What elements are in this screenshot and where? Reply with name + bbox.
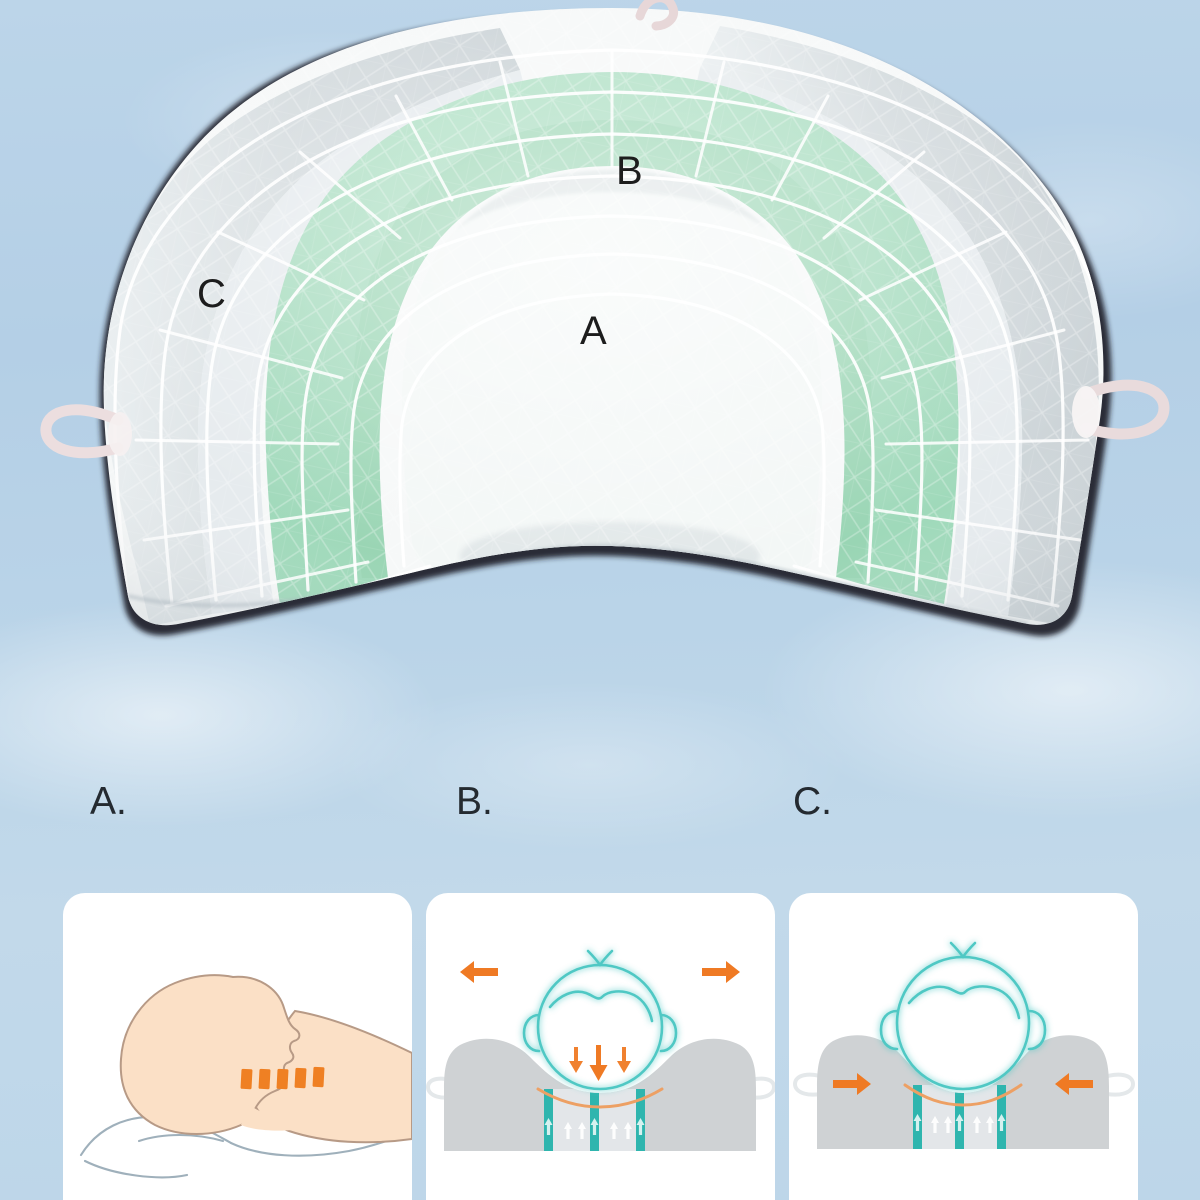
pillow-zone-label-a: A [580,309,608,353]
caption-b: B. [456,780,493,823]
cloud-wisp [330,680,850,850]
pillow-side-loops [792,1072,1136,1097]
panel-a-card [63,893,412,1200]
pillow-shape [817,1035,1109,1149]
airflow-channels [913,1085,1006,1149]
left-loop [40,404,132,459]
panel-a-illustration [79,974,412,1179]
right-loop [1072,379,1170,440]
panel-b-illustration [426,949,775,1151]
top-loop [635,0,678,31]
product-photo: A B C [40,0,1170,637]
head-top-view [879,941,1047,1091]
panel-c-card [789,893,1138,1200]
head-top-view [522,949,678,1091]
downward-pressure-arrows [569,1045,631,1081]
outward-expansion-arrows [460,961,740,983]
panel-c-illustration [792,941,1136,1149]
pillow-zone-label-c: C [197,272,227,316]
panel-b-card [426,893,775,1200]
caption-c: C. [793,780,832,823]
neck-support-bars [240,1066,325,1090]
caption-a: A. [90,780,127,823]
inward-compression-arrows [833,1073,1093,1095]
pillow-zone-label-b: B [616,149,644,193]
